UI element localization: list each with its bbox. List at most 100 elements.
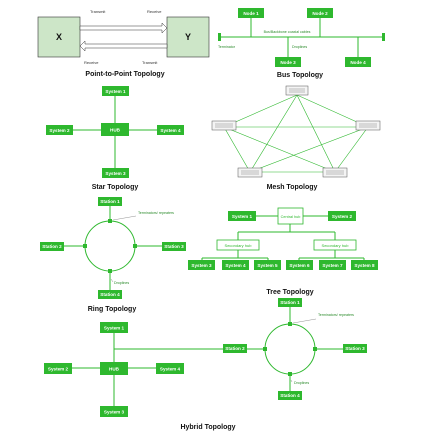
tree-central-hub-label: Central hub <box>281 215 301 219</box>
terminator-right <box>382 33 385 41</box>
mesh-section: Mesh Topology <box>211 85 381 191</box>
node-x-box <box>37 16 81 58</box>
tree-system-2 <box>328 211 356 221</box>
bus-section: Node 1 Node 2 Node 3 Node 4 Bus/Backbone… <box>218 8 385 79</box>
tree-secondary-hub-right-label: Secondary hub <box>322 243 350 248</box>
tree-caption: Tree Topology <box>266 289 313 296</box>
hybrid-repeater-top <box>288 322 292 326</box>
hybrid-system-4 <box>156 363 184 374</box>
bus-node-1-label: Node 1 <box>243 11 259 16</box>
tree-section: Central hub System 1 System 2 Secondary … <box>188 207 378 296</box>
node-x-label: X <box>56 32 62 42</box>
ring-station-4 <box>98 290 122 299</box>
bus-node-4-label: Node 4 <box>350 60 366 65</box>
ring-repeater-top <box>108 219 112 223</box>
tree-system-5 <box>254 260 281 270</box>
bus-node-2 <box>307 8 333 18</box>
hybrid-repeater-bottom <box>288 372 292 376</box>
bus-node-4 <box>345 57 371 67</box>
hybrid-droplines-label: Droplines <box>294 381 309 385</box>
bus-terminator-label: Terminator <box>218 45 236 49</box>
ring-circle <box>84 220 136 272</box>
ring-station-2-label: Station 2 <box>42 244 62 249</box>
star-section: HUB System 1 System 2 System 3 System 4 … <box>46 86 184 191</box>
ring-station-3-label: Station 3 <box>164 244 184 249</box>
ring-station-1-label: Station 1 <box>100 199 120 204</box>
node-y-box <box>166 16 210 58</box>
hybrid-station-2-label: Station 2 <box>225 346 245 351</box>
mesh-computer-bottom-left <box>237 167 263 178</box>
star-system-1-label: System 1 <box>105 89 126 94</box>
hybrid-section: HUB System 1 System 2 System 3 System 4 … <box>44 298 367 431</box>
tree-system-1-label: System 1 <box>232 214 253 219</box>
tree-system-4 <box>222 260 249 270</box>
hybrid-station-4 <box>278 391 302 400</box>
bus-caption: Bus Topology <box>277 72 323 79</box>
node-y-label: Y <box>185 32 191 42</box>
tree-system-8-label: System 8 <box>354 263 375 268</box>
mesh-computer-left <box>211 120 237 131</box>
star-system-3-label: System 3 <box>105 171 126 176</box>
star-system-4-label: System 4 <box>160 128 181 133</box>
tree-secondary-hub-right <box>313 239 357 251</box>
hybrid-hub-label: HUB <box>109 367 120 372</box>
ring-droplines-label: Droplines <box>114 281 129 285</box>
arrow-right <box>79 22 168 34</box>
tree-system-1 <box>228 211 256 221</box>
mesh-computer-bottom-right <box>322 167 348 178</box>
p2p-caption: Point-to-Point Topology <box>85 71 164 78</box>
receive-bottom-label: Receive <box>84 60 99 65</box>
bus-node-3 <box>275 57 301 67</box>
hybrid-caption: Hybrid Topology <box>180 424 235 431</box>
hybrid-system-3-label: System 3 <box>104 410 125 415</box>
mesh-computer-top <box>285 85 309 96</box>
star-system-3 <box>102 168 129 178</box>
hybrid-system-1 <box>100 322 128 333</box>
star-system-2-label: System 2 <box>49 128 70 133</box>
mesh-links <box>223 94 369 173</box>
hybrid-repeater-left <box>263 347 267 351</box>
ring-repeater-bottom <box>108 269 112 273</box>
ring-station-3 <box>162 242 186 251</box>
tree-system-7 <box>319 260 346 270</box>
star-hub <box>101 123 129 136</box>
hybrid-station-2 <box>223 344 247 353</box>
tree-system-5-label: System 5 <box>257 263 278 268</box>
hybrid-repeater-right <box>313 347 317 351</box>
tree-system-4-label: System 4 <box>225 263 246 268</box>
hybrid-station-1-label: Station 1 <box>280 300 300 305</box>
tree-secondary-hub-left-label: Secondary hub <box>225 243 253 248</box>
tree-central-hub <box>277 207 304 225</box>
ring-station-1 <box>98 197 122 206</box>
hybrid-station-3-label: Station 3 <box>345 346 365 351</box>
arrow-left <box>79 40 168 52</box>
star-system-1 <box>102 86 129 96</box>
bus-droplines-label: Droplines <box>292 45 307 49</box>
hybrid-hub <box>100 362 128 375</box>
hybrid-ring-circle <box>264 323 316 375</box>
ring-repeater-right <box>133 244 137 248</box>
tree-system-8 <box>351 260 378 270</box>
point-to-point-section: X Y Transmit Receive Receive Transmit Po… <box>37 9 210 78</box>
ring-caption: Ring Topology <box>88 306 137 313</box>
hybrid-repeaters-label: Terminators/ repeaters <box>318 313 354 317</box>
hybrid-station-4-label: Station 4 <box>280 393 300 398</box>
tree-system-2-label: System 2 <box>332 214 353 219</box>
tree-secondary-hub-left <box>216 239 260 251</box>
ring-station-4-label: Station 4 <box>100 292 120 297</box>
ring-station-2 <box>40 242 64 251</box>
hybrid-system-1-label: System 1 <box>104 326 125 331</box>
tree-system-3 <box>188 260 215 270</box>
star-system-2 <box>46 125 73 135</box>
bus-backbone-label: Bus/Backbone coaxial cables <box>264 30 311 34</box>
hybrid-station-1 <box>278 298 302 307</box>
transmit-top-label: Transmit <box>90 9 106 14</box>
terminator-left <box>218 33 221 41</box>
hybrid-system-2 <box>44 363 72 374</box>
star-system-4 <box>157 125 184 135</box>
hybrid-system-2-label: System 2 <box>48 367 69 372</box>
tree-system-6 <box>286 260 313 270</box>
bus-node-2-label: Node 2 <box>312 11 328 16</box>
mesh-computer-right <box>355 120 381 131</box>
